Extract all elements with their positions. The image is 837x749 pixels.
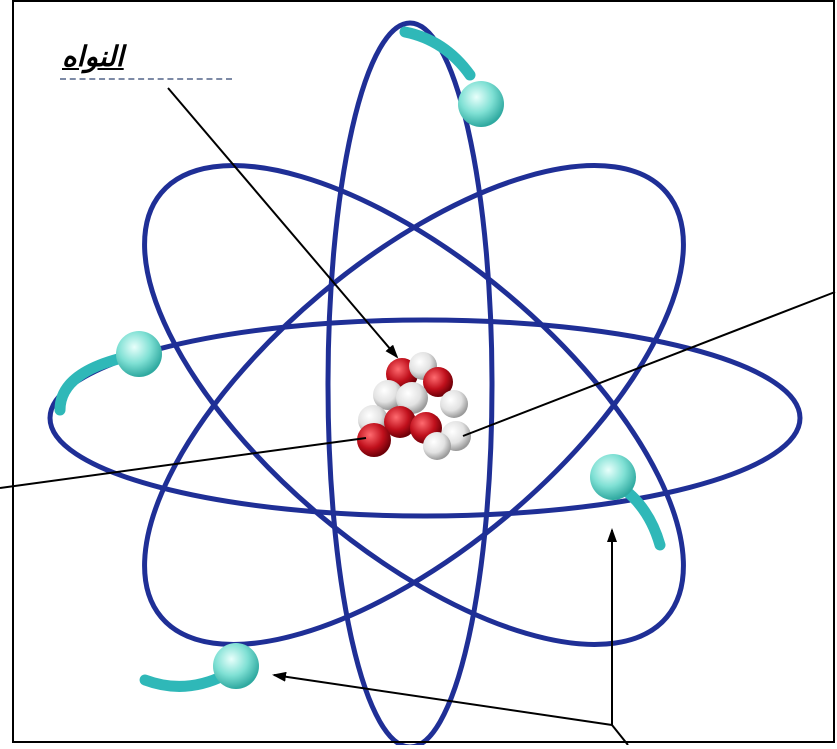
electron-trail-right	[619, 484, 666, 551]
label-guide-dashes	[60, 78, 232, 80]
electron-icon	[590, 454, 636, 500]
nucleus-pointer-arrow	[167, 87, 399, 359]
orbit-diagonal-2	[142, 163, 686, 647]
electron-icon	[458, 81, 504, 127]
figure-frame	[12, 0, 835, 743]
neutron-pointer-line	[462, 291, 836, 437]
orbit-horizontal	[47, 317, 803, 519]
electron-trail-top	[399, 26, 476, 81]
electron-icon	[116, 331, 162, 377]
orbit-diagonal-1	[142, 163, 686, 647]
nucleus-icon	[357, 352, 471, 460]
electron-pointer-arrow-2	[272, 671, 613, 726]
electrons	[116, 81, 636, 689]
pointer-lines	[0, 87, 836, 746]
nucleus-label: النواه	[62, 40, 124, 73]
electron-icon	[213, 643, 259, 689]
proton-pointer-line	[0, 437, 367, 489]
